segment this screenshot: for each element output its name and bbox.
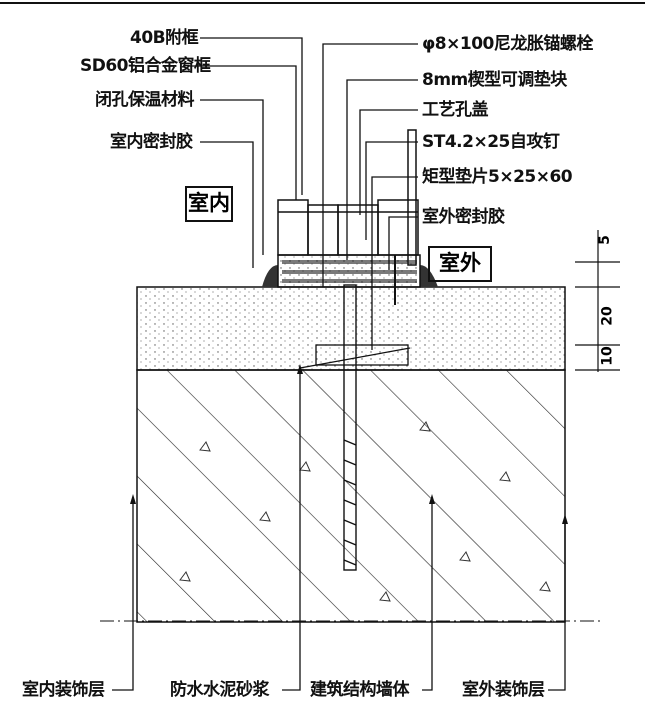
waterproof-mortar-layer xyxy=(136,286,566,371)
label-process-hole-cover: 工艺孔盖 xyxy=(422,100,489,120)
label-insulation: 闭孔保温材料 xyxy=(95,90,195,110)
label-self-tapping-screw: ST4.2×25自攻钉 xyxy=(422,132,560,152)
dimension-20: 20 xyxy=(599,306,616,326)
dimension-5: 5 xyxy=(596,235,613,245)
insulation-beads xyxy=(282,260,417,283)
label-anchor-bolt: φ8×100尼龙胀锚螺栓 xyxy=(422,34,593,54)
rectangular-shim xyxy=(315,344,409,366)
wedge-shim xyxy=(299,347,411,369)
label-waterproof-mortar: 防水水泥砂浆 xyxy=(170,680,270,700)
label-outdoor-finish: 室外装饰层 xyxy=(462,680,545,700)
indoor-zone-label: 室内 xyxy=(185,186,233,222)
label-indoor-sealant: 室内密封胶 xyxy=(110,132,193,152)
label-wedge-shim: 8mm楔型可调垫块 xyxy=(422,70,567,90)
leader-lines xyxy=(112,37,566,691)
label-sd60-frame: SD60铝合金窗框 xyxy=(80,56,211,76)
arrowheads xyxy=(130,364,568,524)
concrete-aggregate-marks xyxy=(179,421,551,602)
outdoor-zone-label: 室外 xyxy=(428,246,492,282)
structural-wall xyxy=(136,369,566,623)
label-outdoor-sealant: 室外密封胶 xyxy=(422,207,505,227)
indoor-sealant xyxy=(262,265,278,287)
label-indoor-finish: 室内装饰层 xyxy=(22,680,105,700)
label-structural-wall: 建筑结构墙体 xyxy=(310,680,410,700)
label-40b-subframe: 40B附框 xyxy=(130,28,199,48)
dimension-10: 10 xyxy=(599,346,616,366)
label-rect-shim: 矩型垫片5×25×60 xyxy=(422,167,573,187)
dimension-line xyxy=(575,230,620,372)
anchor-bolt xyxy=(343,284,357,571)
